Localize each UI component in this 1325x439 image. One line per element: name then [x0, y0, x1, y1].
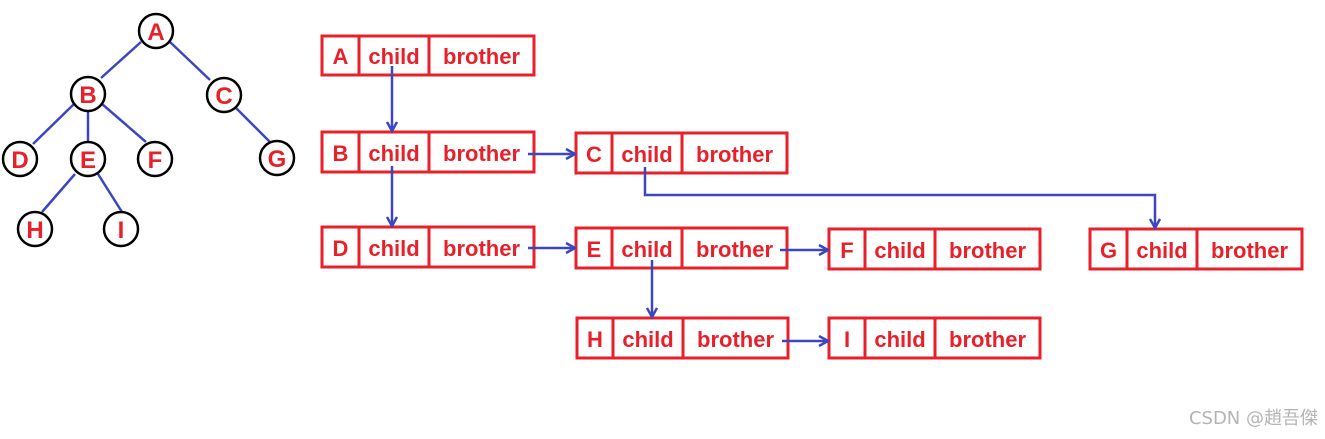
record-c-data: C	[586, 142, 602, 167]
record-f-child-field: child	[874, 238, 925, 263]
record-i: I child brother	[827, 316, 1042, 360]
tree-node-e-label: E	[80, 147, 96, 174]
record-g-data: G	[1100, 238, 1117, 263]
tree-node-g-label: G	[268, 146, 287, 173]
record-d-brother-field: brother	[443, 236, 520, 261]
arrow-c-child-to-g	[643, 167, 1155, 228]
record-i-brother-field: brother	[949, 327, 1026, 352]
record-a-data: A	[333, 44, 349, 69]
record-a-brother-field: brother	[443, 44, 520, 69]
record-d-child-field: child	[368, 236, 419, 261]
record-c: C child brother	[574, 131, 789, 175]
tree-node-d-label: D	[11, 147, 28, 174]
child-pointer-arrows	[392, 66, 1155, 317]
tree-node-e-circle	[69, 140, 107, 178]
tree-node-b-circle	[69, 75, 107, 113]
record-b-child-field: child	[368, 141, 419, 166]
record-f-brother-field: brother	[949, 238, 1026, 263]
record-e-child-field: child	[621, 237, 672, 262]
record-e-brother-field: brother	[696, 237, 773, 262]
tree-node-i: I	[102, 210, 140, 248]
tree-node-c-circle	[205, 76, 243, 114]
tree-node-b-label: B	[79, 82, 96, 109]
record-d: D child brother	[320, 225, 536, 269]
tree-edge-e-h	[41, 173, 76, 213]
tree-edge-a-b	[100, 41, 142, 79]
watermark: CSDN @趙吾傑	[1189, 408, 1318, 429]
tree-node-e: E	[69, 140, 107, 178]
tree-node-i-label: I	[118, 217, 125, 244]
tree-node-a-circle	[137, 12, 175, 50]
record-a: A child brother	[320, 34, 536, 77]
tree: A B C D E F G H	[1, 12, 296, 248]
tree-node-c-label: C	[215, 83, 232, 110]
record-h: H child brother	[575, 316, 790, 360]
record-h-child-field: child	[622, 327, 673, 352]
tree-node-g: G	[258, 139, 296, 177]
record-g: G child brother	[1088, 227, 1304, 271]
record-h-data: H	[587, 327, 603, 352]
tree-node-h-label: H	[26, 217, 43, 244]
tree-edge-b-d	[32, 103, 75, 145]
record-f-data: F	[840, 238, 853, 263]
tree-node-b: B	[69, 75, 107, 113]
record-i-child-field: child	[874, 327, 925, 352]
record-b: B child brother	[320, 130, 536, 174]
record-f: F child brother	[827, 227, 1042, 271]
record-b-data: B	[333, 141, 349, 166]
record-b-brother-field: brother	[443, 141, 520, 166]
tree-node-a: A	[137, 12, 175, 50]
record-c-brother-field: brother	[696, 142, 773, 167]
tree-edge-c-g	[235, 107, 271, 143]
tree-node-g-circle	[258, 139, 296, 177]
child-brother-list: A child brother B child brother C child …	[320, 34, 1304, 360]
record-e: E child brother	[574, 226, 789, 270]
tree-node-a-label: A	[147, 19, 164, 46]
record-g-brother-field: brother	[1211, 238, 1288, 263]
tree-node-c: C	[205, 76, 243, 114]
tree-node-i-circle	[102, 210, 140, 248]
tree-node-f-label: F	[148, 147, 163, 174]
tree-edge-e-i	[96, 173, 124, 213]
tree-edge-a-c	[169, 41, 211, 81]
tree-node-h: H	[16, 210, 54, 248]
record-e-data: E	[587, 237, 602, 262]
brother-pointer-arrows	[528, 154, 828, 341]
record-g-child-field: child	[1136, 238, 1187, 263]
tree-edges	[32, 41, 271, 213]
record-h-brother-field: brother	[697, 327, 774, 352]
record-c-child-field: child	[621, 142, 672, 167]
record-d-data: D	[333, 236, 349, 261]
record-a-child-field: child	[368, 44, 419, 69]
tree-node-f: F	[136, 140, 174, 178]
tree-node-f-circle	[136, 140, 174, 178]
record-i-data: I	[844, 327, 850, 352]
tree-node-d-circle	[1, 140, 39, 178]
tree-edge-b-f	[101, 103, 147, 143]
tree-node-h-circle	[16, 210, 54, 248]
tree-node-d: D	[1, 140, 39, 178]
